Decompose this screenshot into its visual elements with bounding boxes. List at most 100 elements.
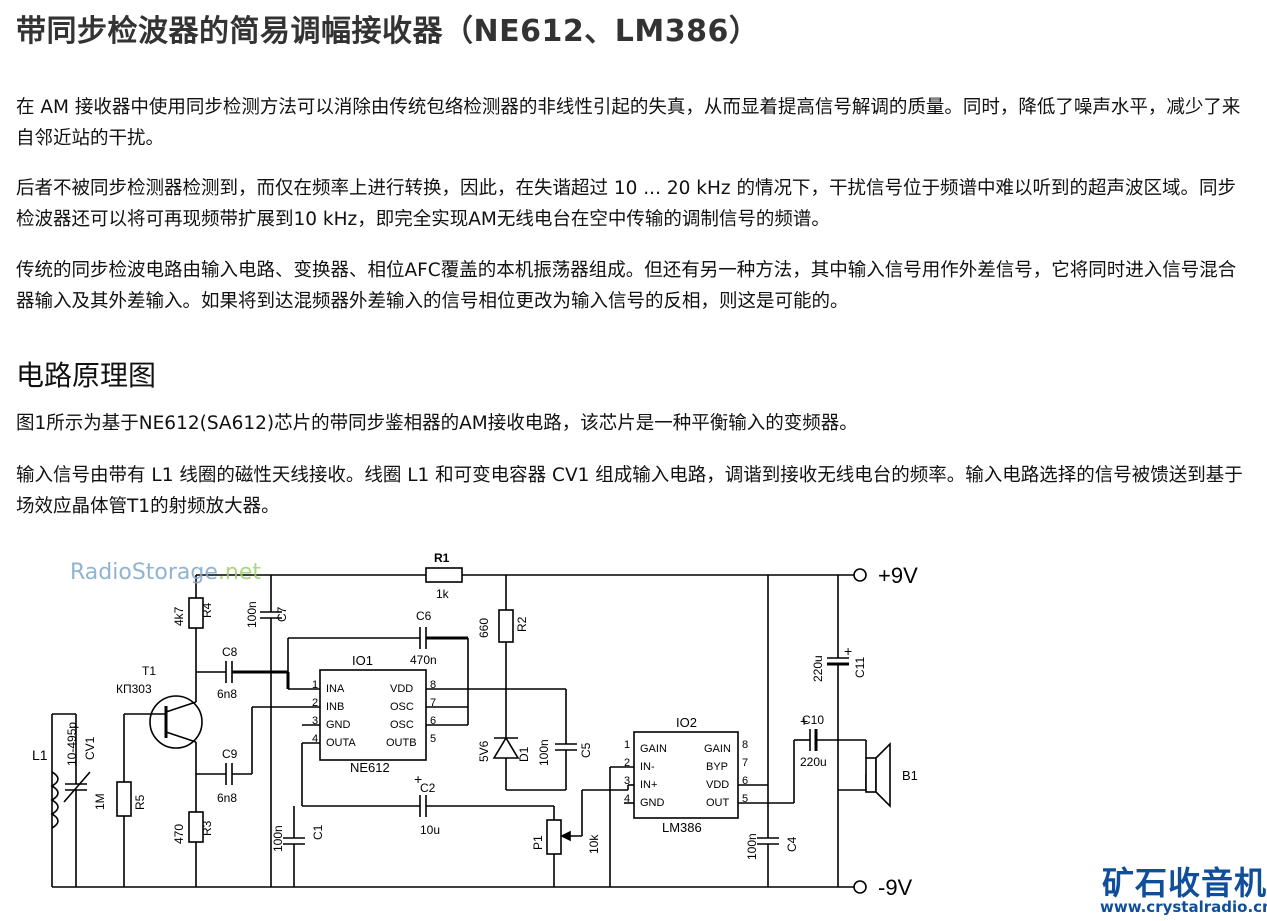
cv1-name: CV1 [83, 736, 97, 760]
b1-speaker [865, 757, 877, 793]
ic1-pin-label: OUTB [386, 737, 417, 749]
svg-text:+: + [844, 643, 852, 659]
ic1-name: IO1 [352, 653, 373, 668]
ic2-pin-num: 3 [624, 775, 630, 787]
cv1-value: 10-495p [65, 722, 79, 766]
ic1-pin-label: OSC [390, 701, 414, 713]
ic2-pin-num: 8 [742, 739, 748, 751]
r5-value: 1M [93, 793, 107, 810]
c10-value: 220u [800, 755, 827, 769]
r5-resistor [116, 781, 132, 817]
t1-name: T1 [142, 664, 156, 678]
negative-terminal [853, 880, 867, 894]
ic1-pin-label: OUTA [326, 737, 356, 749]
section-heading: 电路原理图 [16, 359, 157, 392]
c2-name: C2 [420, 781, 436, 795]
ic2-pin-num: 2 [624, 757, 630, 769]
ic2-pin-num: 4 [624, 793, 630, 805]
ic1-pin-num: 3 [312, 715, 318, 727]
t1-type: КП303 [116, 682, 152, 696]
ic2-pin-label: BYP [706, 761, 728, 773]
cv1-variable-arrow [63, 771, 91, 803]
c9-name: C9 [222, 747, 238, 761]
t1-transistor [149, 695, 203, 749]
svg-text:+: + [414, 771, 422, 787]
supply-pos-label: +9V [878, 563, 918, 588]
r1-value: 1k [436, 587, 450, 601]
l1-coil [50, 771, 59, 829]
d1-diode [492, 736, 520, 759]
r4-name: R4 [200, 602, 214, 618]
ic2-pin-label: OUT [706, 797, 730, 809]
ic1-pin-num: 6 [430, 715, 436, 727]
ic1-pin-label: OSC [390, 719, 414, 731]
ic2-pin-label: IN- [640, 761, 655, 773]
r4-value: 4k7 [172, 606, 186, 626]
brand-name: 矿石收音机 [1102, 864, 1267, 902]
r3-name: R3 [200, 820, 214, 836]
p1-name: P1 [531, 835, 545, 850]
c8-value: 6n8 [217, 687, 237, 701]
d1-name: D1 [517, 746, 531, 762]
c6-name: C6 [416, 609, 432, 623]
ic2-name: IO2 [676, 715, 697, 730]
ic1-pin-num: 5 [430, 733, 436, 745]
ic2-pin-label: IN+ [640, 779, 657, 791]
c7-name: C7 [275, 606, 289, 622]
ic1-chip [319, 669, 427, 761]
ic2-pin-label: VDD [706, 779, 729, 791]
ic2-part: LM386 [662, 820, 702, 835]
r1-name: R1 [434, 551, 450, 565]
paragraph-1: 在 AM 接收器中使用同步检测方法可以消除由传统包络检测器的非线性引起的失真，从… [16, 97, 1241, 149]
r2-resistor [498, 609, 514, 643]
section-paragraph-2: 输入信号由带有 L1 线圈的磁性天线接收。线圈 L1 和可变电容器 CV1 组成… [16, 465, 1243, 517]
ic2-pin-label: GND [640, 797, 665, 809]
ic1-part: NE612 [350, 760, 390, 775]
positive-terminal [853, 568, 867, 582]
ic1-pin-num: 4 [312, 733, 318, 745]
ic1-pin-num: 1 [312, 679, 318, 691]
r5-name: R5 [133, 794, 147, 810]
section-paragraph-1: 图1所示为基于NE612(SA612)芯片的带同步鉴相器的AM接收电路，该芯片是… [16, 413, 858, 434]
p1-potentiometer [546, 819, 562, 855]
schematic-svg: +9V -9V R1 1k R4 4k7 C7 100n [32, 551, 918, 900]
c6-value: 470n [410, 653, 437, 667]
paragraph-2: 后者不被同步检测器检测到，而仅在频率上进行转换，因此，在失谐超过 10 ... … [16, 178, 1236, 230]
ic2-pin-num: 5 [742, 793, 748, 805]
ic1-pin-label: INB [326, 701, 344, 713]
c7-value: 100n [245, 601, 259, 628]
ic1-pin-label: VDD [390, 683, 413, 695]
c4-name: C4 [785, 836, 799, 852]
ic2-pin-label: GAIN [640, 743, 667, 755]
ic1-pin-label: GND [326, 719, 351, 731]
c2-value: 10u [420, 823, 440, 837]
article-title: 带同步检波器的简易调幅接收器（NE612、LM386） [16, 14, 760, 49]
ic2-pin-num: 7 [742, 757, 748, 769]
c1-value: 100n [271, 825, 285, 852]
c9-value: 6n8 [217, 791, 237, 805]
brand-url: www.crystalradio.cn [1100, 898, 1267, 916]
ic1-pin-num: 8 [430, 679, 436, 691]
c5-value: 100n [537, 739, 551, 766]
d1-value: 5V6 [477, 740, 491, 762]
crystalradio-logo: 矿石收音机 www.crystalradio.cn [1096, 858, 1267, 918]
l1-name: L1 [32, 747, 48, 763]
p1-value: 10k [587, 834, 601, 854]
ic2-pin-num: 6 [742, 775, 748, 787]
r2-name: R2 [515, 616, 529, 632]
c11-name: C11 [853, 657, 867, 678]
supply-neg-label: -9V [878, 875, 913, 900]
r1-resistor [425, 567, 463, 583]
c11-value: 220u [811, 655, 825, 682]
ic1-pin-num: 7 [430, 697, 436, 709]
svg-text:+: + [800, 713, 808, 729]
radiostorage-watermark: RadioStorage.net [70, 560, 262, 585]
c8-name: C8 [222, 645, 238, 659]
r2-value: 660 [477, 618, 491, 638]
c4-value: 100n [745, 833, 759, 860]
r3-value: 470 [172, 824, 186, 844]
c5-name: C5 [579, 742, 593, 758]
paragraph-3: 传统的同步检波电路由输入电路、变换器、相位AFC覆盖的本机振荡器组成。但还有另一… [16, 260, 1237, 312]
b1-name: B1 [902, 768, 918, 783]
